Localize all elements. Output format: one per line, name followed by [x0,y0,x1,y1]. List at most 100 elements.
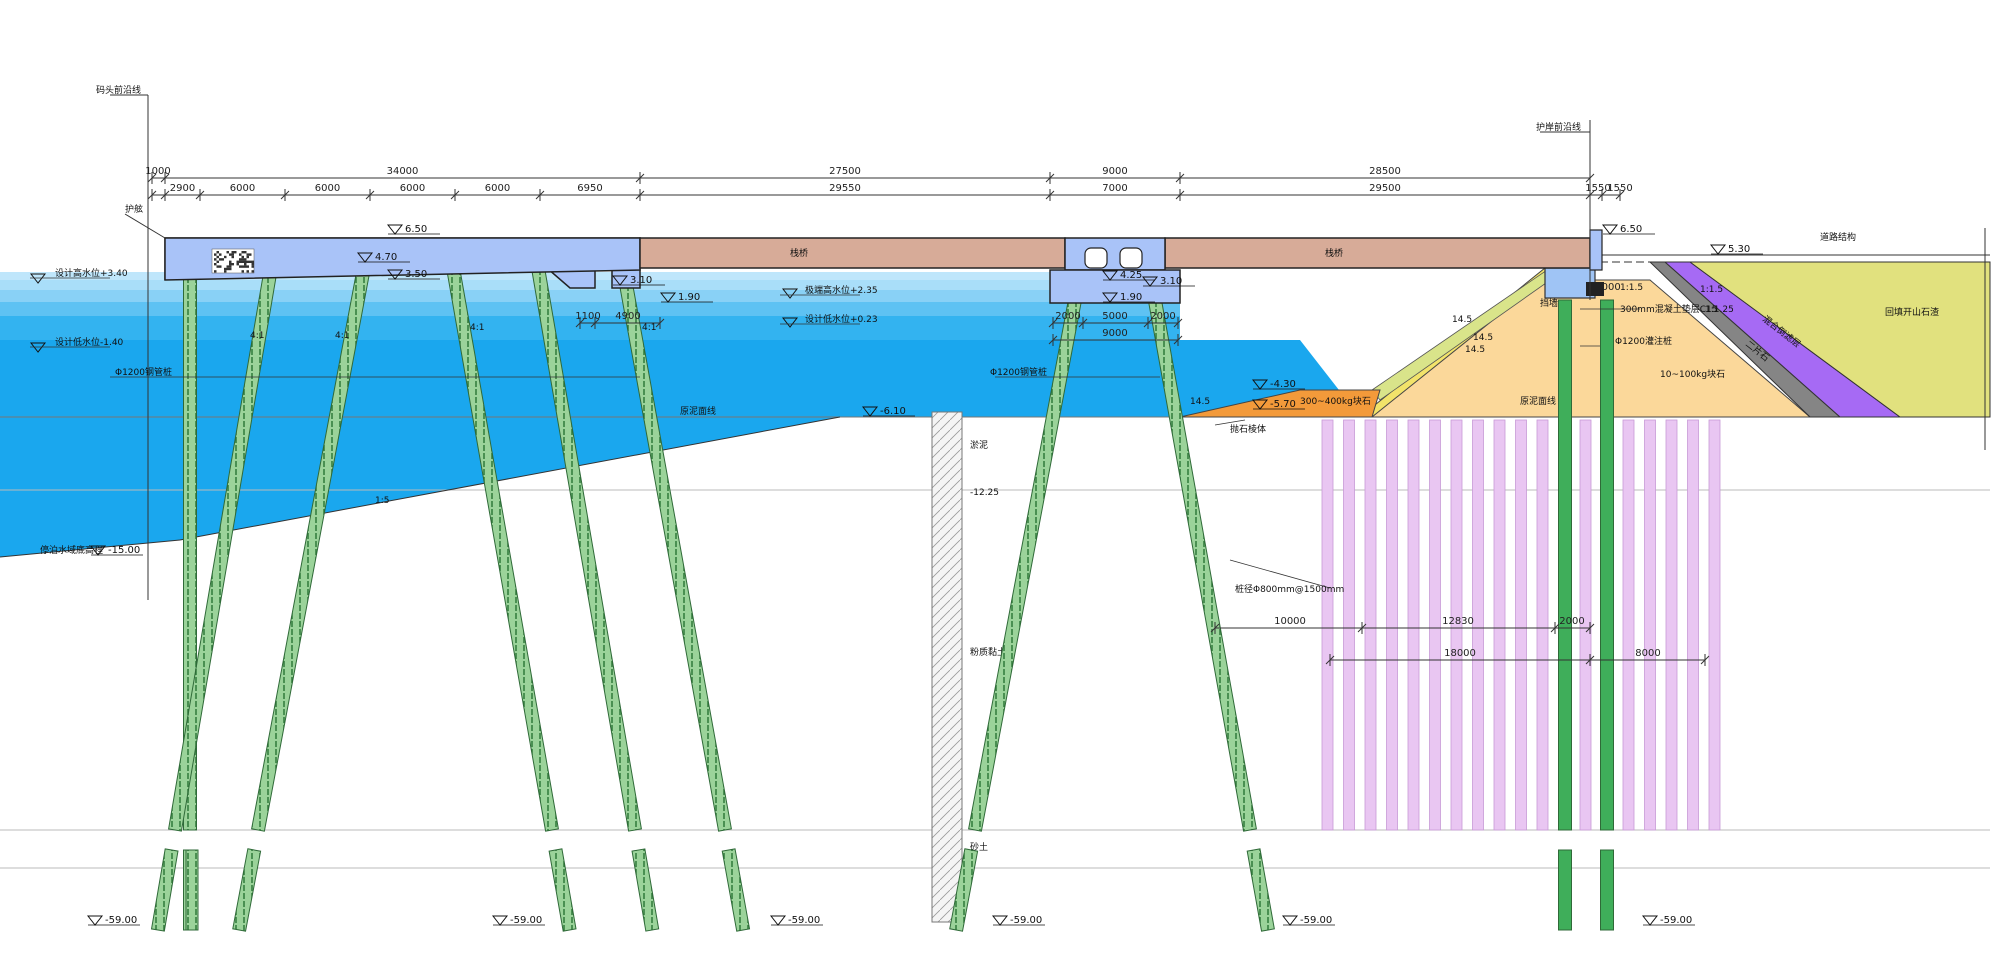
road-structure-label: 道路结构 [1820,231,1856,243]
cement-pile [1343,419,1355,831]
soil-level-label: -12.25 [970,488,999,498]
dim-second-4: 6000 [485,183,510,194]
armor-rock-label: 300~400kg块石 [1300,395,1371,407]
cement-pile [1407,419,1420,831]
cement-pile [1687,419,1699,831]
pile-lower [1600,849,1614,931]
level-pier-bottom: 1.90 [1120,292,1142,303]
pile-label-1: Φ1200钢管桩 [115,366,172,378]
soil-mark-2: 14.5 [1473,333,1493,343]
wharf-deck: 栈桥 栈桥 [164,229,1603,304]
pile-ratio-4: 4:1 [642,323,656,333]
pile-lower [631,848,660,932]
pile-ratio-1: 4:1 [250,331,264,341]
dim-small-0: 1100 [575,311,600,322]
pile-lower [150,848,179,932]
qr-code-icon [214,251,254,273]
level-toe-bottom: -5.70 [1270,399,1296,410]
pile-lower [185,849,199,931]
soil-label-1: 淤泥 [970,439,988,451]
pile [1558,299,1572,831]
retaining-wall-label: 挡墙 [1540,297,1558,309]
dim-pier-1: 5000 [1102,311,1127,322]
level-deck-bottom-2: 3.50 [405,269,427,280]
dim-second-1: 6000 [230,183,255,194]
dim-pier-0: 2000 [1055,311,1080,322]
cement-pile [1450,419,1463,831]
cement-pile [1622,419,1635,831]
cement-pile [1515,419,1527,831]
pile-ratio-2: 4:1 [335,331,349,341]
geotextile-label: 300mm混凝土垫层C15 [1620,303,1717,315]
level-pier-mid: 3.10 [1160,276,1182,287]
dim-top-3: 28500 [1369,166,1401,177]
mud-line-label: 原泥面线 [680,405,716,417]
dim-top-0: 34000 [387,166,419,177]
dim-top-1: 27500 [829,166,861,177]
slope-label-3: 1:1.25 [1705,305,1734,315]
level-top-left: 6.50 [405,224,427,235]
level-dredge: -15.00 [108,545,140,556]
soil-label-2: 粉质黏土 [970,646,1006,658]
cement-pile [1665,419,1678,831]
level-top-right: 6.50 [1620,224,1642,235]
dim-second-6: 29550 [829,183,861,194]
dim-second-8: 29500 [1369,183,1401,194]
dim-bottom-2: 2000 [1559,616,1584,627]
pile-label-2: Φ1200钢管桩 [990,366,1047,378]
dim-second-0: 2900 [170,183,195,194]
slope-label-2: 1:1.5 [1620,283,1643,293]
pile-lower [548,848,577,932]
dim-bottom-1: 12830 [1442,616,1474,627]
revetment-front-line-label: 护岸前沿线 [1536,121,1581,133]
cement-pile [1386,419,1398,831]
reference-lines [110,94,1591,600]
level-pile-tip-0: -59.00 [105,915,137,926]
dim-edge-2: 1550 [1607,183,1632,194]
dredge-bottom-label: 停泊水域底高程 [40,544,103,556]
dim-bottom-4: 8000 [1635,648,1660,659]
cement-pile [1472,419,1484,831]
level-deck-small: 1.90 [678,292,700,303]
level-pile-tip-3: -59.00 [1010,915,1042,926]
seabed-slope-label: 1:5 [375,496,389,506]
toe-rock-label: 抛石棱体 [1230,423,1266,435]
dim-bottom-3: 18000 [1444,648,1476,659]
level-deck-bottom-1: 4.70 [375,252,397,263]
pile-label-3: Φ1200灌注桩 [1615,335,1672,347]
dim-edge-0: 1000 [145,166,170,177]
level-pile-tip-1: -59.00 [510,915,542,926]
revetment: 挡墙 10~100kg块石 300~400kg块石 抛石棱体 300mm混凝土垫… [1179,228,1991,450]
cement-pile [1493,419,1506,831]
soil-mark-4: 14.5 [1190,397,1210,407]
dim-second-7: 7000 [1102,183,1127,194]
dim-small-1: 4900 [615,311,640,322]
cement-pile [1536,419,1549,831]
high-water-label: 设计高水位+3.40 [55,267,128,279]
level-toe-top: -4.30 [1270,379,1296,390]
dim-edge-1: 1550 [1585,183,1610,194]
level-pile-tip-5: -59.00 [1660,915,1692,926]
slope-label-1: 1:1.5 [1700,285,1723,295]
mud-line-label-2: 原泥面线 [1520,395,1556,407]
cement-pile [1321,419,1334,831]
dim-bottom-0: 10000 [1274,616,1306,627]
dim-second-5: 6950 [577,183,602,194]
pile-lower [949,848,979,932]
cement-pile [1364,419,1377,831]
dim-top-2: 9000 [1102,166,1127,177]
level-road: 5.30 [1728,244,1750,255]
level-pile-tip-2: -59.00 [788,915,820,926]
soil-mark-3: 14.5 [1465,345,1485,355]
dim-small-2: 2000 [1595,282,1620,293]
pile [1600,299,1614,831]
level-pile-tip-4: -59.00 [1300,915,1332,926]
cement-mixing-piles [1321,419,1721,831]
dim-pier-3: 9000 [1102,328,1127,339]
rock-filter-label: 10~100kg块石 [1660,368,1725,380]
soil-label-3: 砂土 [970,841,988,853]
wharf-front-line-label: 码头前沿线 [96,84,141,96]
